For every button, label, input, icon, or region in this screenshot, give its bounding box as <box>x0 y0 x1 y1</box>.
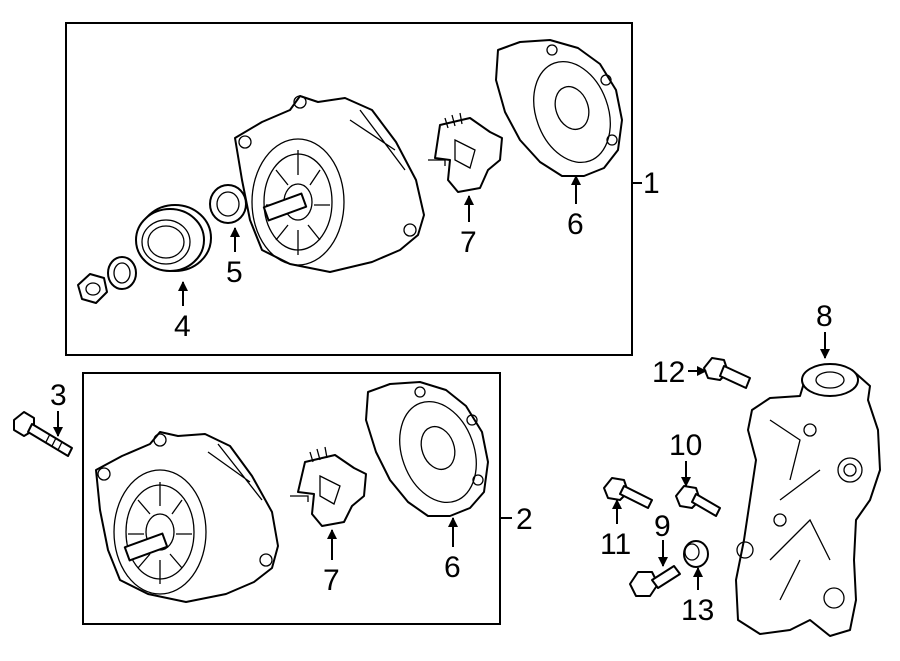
alternator-2 <box>95 431 279 603</box>
pulley <box>135 204 212 272</box>
mounting-bolt-12 <box>703 357 751 389</box>
callout-6-bottom: 6 <box>444 551 461 584</box>
callout-1: 1 <box>643 167 660 200</box>
leader-lines <box>53 175 830 590</box>
alternator-1 <box>234 95 425 273</box>
callout-5: 5 <box>226 256 243 289</box>
end-frame-2 <box>365 381 489 517</box>
callout-7-bottom: 7 <box>323 564 340 597</box>
end-frame-1 <box>495 39 623 177</box>
pulley-nut <box>77 273 108 304</box>
callout-11: 11 <box>600 528 631 561</box>
callout-3: 3 <box>50 379 67 412</box>
callout-labels: 1 2 3 4 5 6 7 6 7 8 12 10 11 9 13 <box>50 167 833 627</box>
mounting-bracket-8 <box>735 363 881 637</box>
mounting-bolt-3 <box>13 411 73 457</box>
pulley-washer <box>107 256 137 290</box>
mounting-bolt-10 <box>675 485 721 517</box>
callout-4: 4 <box>174 310 191 343</box>
voltage-regulator-1 <box>428 112 503 193</box>
assembly-1-box <box>65 22 633 356</box>
callout-2: 2 <box>516 503 533 536</box>
assembly-2-box <box>82 372 501 625</box>
mounting-bolt-9 <box>629 565 681 597</box>
callout-8: 8 <box>816 300 833 333</box>
mounting-bolt-11 <box>603 477 653 509</box>
callout-12: 12 <box>652 356 685 389</box>
bushing-13 <box>683 540 709 568</box>
pulley-spacer <box>209 184 247 224</box>
callout-6-top: 6 <box>567 208 584 241</box>
callout-9: 9 <box>654 510 671 543</box>
voltage-regulator-2 <box>290 446 367 527</box>
callout-7-top: 7 <box>460 226 477 259</box>
callout-13: 13 <box>681 594 714 627</box>
callout-10: 10 <box>669 429 702 462</box>
